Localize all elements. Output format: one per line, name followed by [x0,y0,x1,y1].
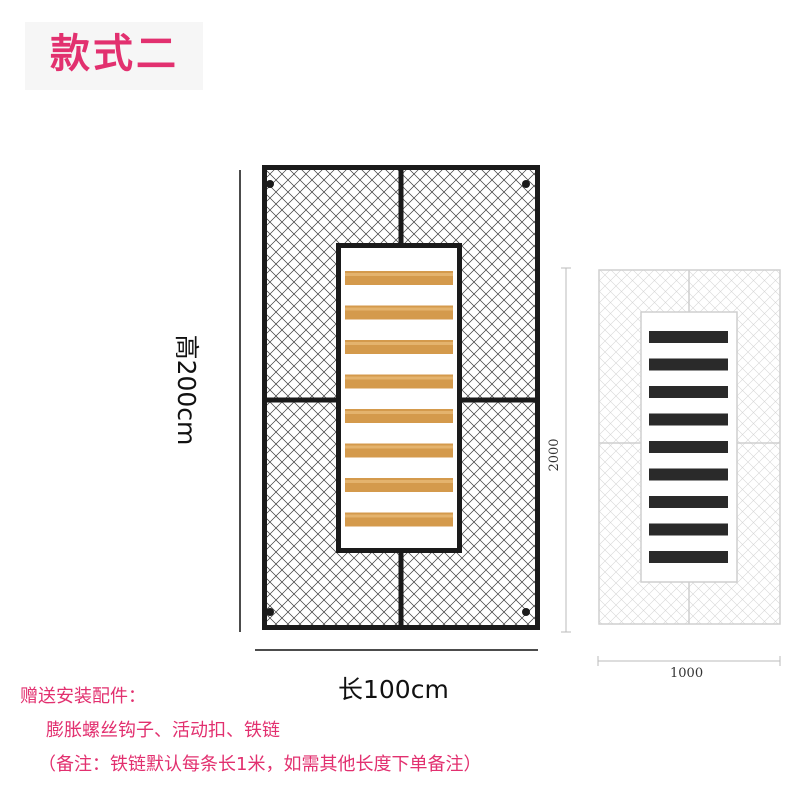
height-label: 高200cm [172,334,201,446]
notes-section: 赠送安装配件： 膨胀螺丝钩子、活动扣、铁链 （备注：铁链默认每条长1米，如需其他… [20,680,780,782]
corner-hook-icon [266,180,274,188]
tech-slat [649,386,728,398]
wood-slat-grain [345,273,453,276]
tech-slat [649,413,728,426]
wood-slat-grain [345,342,453,345]
tech-slat [649,496,728,508]
main-frame-drawing [239,165,540,651]
tech-slats [649,331,728,563]
tech-slat [649,551,728,563]
tech-slat [649,331,728,343]
tech-slat [649,523,728,536]
chain-remark: （备注：铁链默认每条长1米，如需其他长度下单备注） [38,754,482,775]
tech-height-label: 2000 [547,438,562,472]
title-background [25,22,203,90]
page-title: 款式二 [50,31,179,77]
outer-frame [262,165,540,630]
tech-slat [649,468,728,481]
wood-slat-grain [345,514,453,518]
center-window [337,244,461,552]
tech-slat [649,358,728,371]
corner-hook-icon [522,180,530,188]
wood-slat-grain [345,307,453,311]
wood-slat-grain [345,411,453,414]
width-label: 长100cm [338,675,449,704]
wood-slats [345,271,453,527]
tech-slat [649,441,728,453]
technical-drawing [561,267,781,666]
corner-hook-icon [522,608,530,616]
wood-slat-grain [345,445,453,449]
notes-heading: 赠送安装配件： [20,686,146,707]
corner-hook-icon [266,608,274,616]
inner-frame [336,243,462,553]
wood-slat-grain [345,376,453,380]
accessories-list: 膨胀螺丝钩子、活动扣、铁链 [46,720,280,741]
tech-width-label: 1000 [670,666,704,681]
wood-slat-grain [345,480,453,483]
